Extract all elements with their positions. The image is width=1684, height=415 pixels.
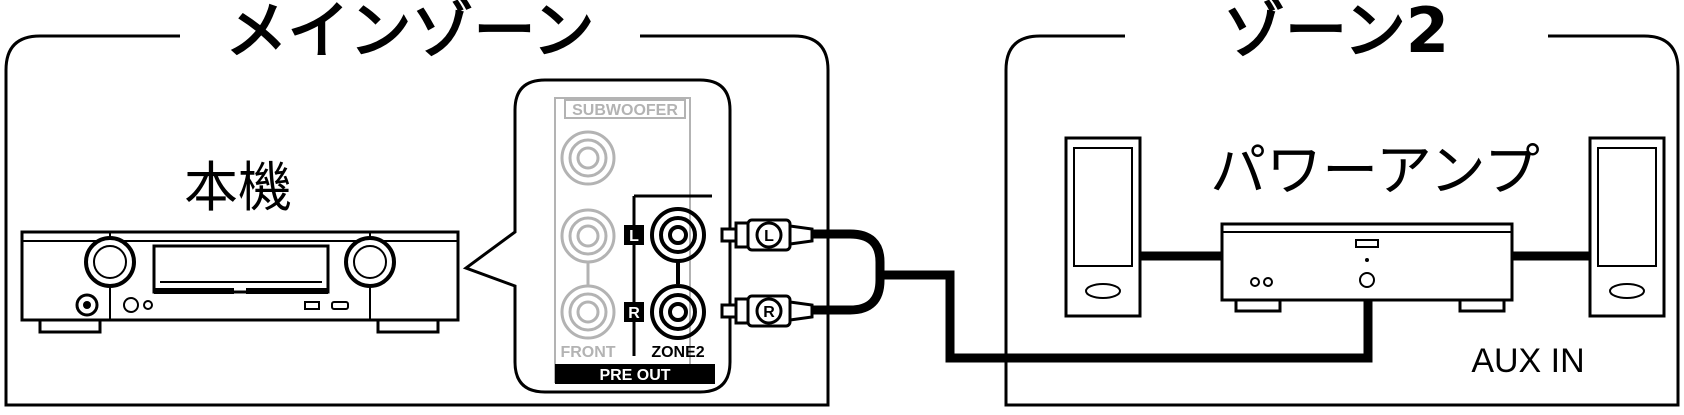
right-speaker-icon xyxy=(1588,136,1666,318)
left-speaker-icon xyxy=(1064,136,1142,318)
subwoofer-jack-icon xyxy=(560,130,616,186)
power-amp-unit xyxy=(1220,222,1514,313)
front-label: FRONT xyxy=(560,344,615,361)
pre-out-label: PRE OUT xyxy=(599,367,670,384)
zone2-title: ゾーン2 xyxy=(1223,0,1449,67)
amp-indicator-icon xyxy=(1355,239,1379,248)
rear-panel-callout: PRE OUT SUBWOOFER FRONT L R ZO xyxy=(462,78,732,394)
rca-plug-right-icon: R xyxy=(720,294,814,328)
right-channel-badge-label: R xyxy=(628,305,640,322)
rca-cable: L R xyxy=(720,218,1373,363)
main-zone-box: メインゾーン xyxy=(4,0,830,407)
aux-in-label: AUX IN xyxy=(1471,342,1584,380)
rca-plug-right-label: R xyxy=(763,304,775,321)
receiver-unit xyxy=(20,230,460,334)
zone2-box: ゾーン2 xyxy=(1004,0,1680,407)
zone2-right-jack-icon xyxy=(650,284,706,340)
pre-out-bar xyxy=(555,364,715,384)
zone2-output-label: ZONE2 xyxy=(651,344,704,361)
receiver-display xyxy=(152,244,330,294)
headphone-jack-icon xyxy=(123,297,139,313)
rca-plug-left-label: L xyxy=(764,228,774,245)
usb-port-icon xyxy=(304,301,320,310)
left-channel-badge xyxy=(624,225,644,245)
subwoofer-label: SUBWOOFER xyxy=(572,102,678,119)
right-channel-badge xyxy=(624,302,644,322)
main-zone-title: メインゾーン xyxy=(226,0,595,67)
rca-plug-left-icon: L xyxy=(720,218,814,252)
left-channel-badge-label: L xyxy=(629,228,639,245)
power-amp-label: パワーアンプ xyxy=(1210,139,1540,204)
hdmi-port-icon xyxy=(331,301,349,310)
amp-power-button-icon xyxy=(1359,272,1375,288)
receiver-label: 本機 xyxy=(184,156,292,219)
front-right-jack-icon xyxy=(560,284,616,340)
